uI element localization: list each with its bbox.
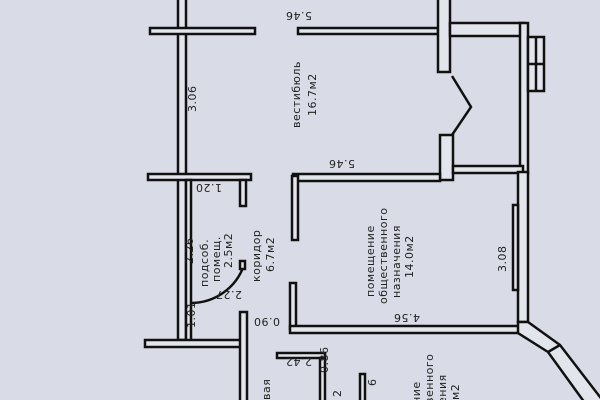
walls: [143, 0, 600, 400]
small-room-side: [318, 356, 327, 400]
utility-area: 2.5м2: [222, 233, 235, 268]
pillar-mid: [438, 133, 455, 182]
public-room-name-1: помещение: [364, 225, 377, 297]
vestibule-area: 16.7м2: [306, 73, 319, 116]
dim-corridor-door: 0.90: [254, 315, 281, 328]
door-leaf: [238, 259, 247, 271]
top-wall-left: [148, 26, 257, 36]
lower-stub: [358, 372, 367, 400]
utility-top-wall: [146, 172, 253, 182]
public-room-2-name-2: венного: [423, 354, 436, 400]
lower-vertical-wall: [238, 310, 249, 400]
dim-utility-side: 2.26: [183, 238, 196, 265]
dim-lower-top: 2.42: [286, 355, 313, 368]
vestibule-bottom-wall: [291, 172, 442, 183]
partial-room-name: вая: [260, 379, 273, 400]
room-labels: вестибюль 16.7м2 подсоб. помещ. 2.5м2 ко…: [198, 61, 462, 400]
utility-name-2: помещ.: [210, 236, 223, 282]
dim-lower-side: 0.86: [318, 347, 331, 374]
window: [511, 203, 520, 292]
public-room-2-area: м2: [449, 384, 462, 400]
lower-left-wall: [143, 338, 247, 349]
public-room-bottom-wall: [288, 324, 522, 335]
dim-top-wall: 5.46: [286, 9, 313, 22]
dimension-labels: 5.46 3.06 5.46 1.20 2.26 2.27 1.01 0.90 …: [183, 9, 509, 397]
public-room-name-2: общественного: [377, 208, 390, 304]
dim-public-room-side: 3.08: [496, 246, 509, 273]
dim-partial-2: 2: [331, 390, 344, 398]
dim-left-bottom: 1.01: [185, 302, 198, 329]
dim-utility-door: 2.27: [216, 288, 243, 301]
vestibule-bottom-east: [451, 164, 525, 175]
dim-partial-1: 6: [366, 379, 379, 387]
utility-name-1: подсоб.: [198, 239, 211, 287]
dim-vestibule-bottom: 5.46: [329, 157, 356, 170]
right-wall-lower: [516, 170, 530, 324]
corridor-area: 6.7м2: [264, 237, 277, 272]
public-room-area: 14.0м2: [403, 235, 416, 278]
vestibule-name: вестибюль: [290, 61, 303, 128]
diagonal-wall: [516, 320, 600, 400]
utility-side-stub: [238, 178, 248, 208]
top-wall-east: [448, 21, 526, 38]
small-room-top: [275, 351, 327, 360]
public-room-2-name-1: ние: [410, 381, 423, 400]
public-room-west-lower: [288, 281, 298, 331]
public-room-name-3: назначения: [390, 225, 403, 298]
public-room-west-upper: [290, 174, 300, 242]
dim-public-room-bottom: 4.56: [394, 311, 421, 324]
dim-left-wall: 3.06: [186, 86, 199, 113]
corridor-name: коридор: [250, 230, 263, 282]
pillar-top: [436, 0, 452, 74]
dim-utility-top: 1.20: [196, 181, 223, 194]
public-room-2-name-3: ения: [436, 374, 449, 400]
top-wall-right: [296, 26, 440, 36]
door-leaves: [450, 75, 473, 136]
door-arc: [190, 264, 246, 305]
